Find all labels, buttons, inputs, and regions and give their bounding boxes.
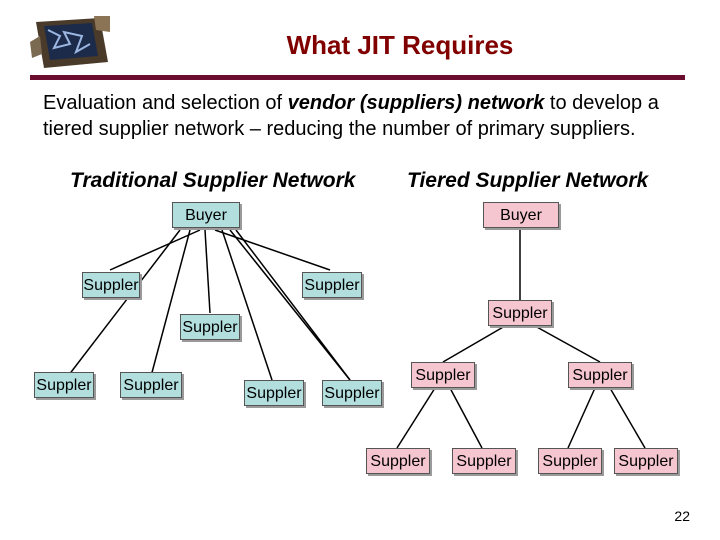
page-title: What JIT Requires xyxy=(286,30,514,60)
connector-line xyxy=(109,229,201,271)
connector-line xyxy=(204,229,211,314)
tier1-supplier-node: Suppler xyxy=(488,300,552,326)
tier2-supplier-node: Suppler xyxy=(568,362,632,388)
traditional-supplier-node: Suppler xyxy=(34,372,94,398)
traditional-supplier-node: Suppler xyxy=(120,372,182,398)
tiered-buyer-node: Buyer xyxy=(483,202,559,228)
tier3-supplier-node: Suppler xyxy=(538,448,602,474)
description-text: Evaluation and selection of vendor (supp… xyxy=(43,90,693,142)
tier2-supplier-node: Suppler xyxy=(411,362,475,388)
puzzle-logo-icon xyxy=(30,14,110,70)
description-text-part: Evaluation and selection of xyxy=(43,92,288,114)
tiered-network-heading: Tiered Supplier Network xyxy=(407,169,649,192)
connector-line xyxy=(396,387,436,449)
traditional-supplier-node: Suppler xyxy=(322,380,382,406)
connector-line xyxy=(149,229,191,381)
connector-line xyxy=(567,387,596,449)
tier3-supplier-node: Suppler xyxy=(452,448,516,474)
connector-line xyxy=(235,229,351,381)
traditional-supplier-node: Suppler xyxy=(180,314,240,340)
connector-line xyxy=(442,325,506,363)
connector-line xyxy=(449,387,483,449)
connector-line xyxy=(221,229,273,381)
description-emphasis: vendor (suppliers) network xyxy=(287,92,545,114)
traditional-buyer-node: Buyer xyxy=(172,202,240,228)
traditional-supplier-node: Suppler xyxy=(82,272,140,298)
connector-line xyxy=(609,387,646,449)
page-number: 22 xyxy=(674,508,690,524)
traditional-supplier-node: Suppler xyxy=(244,380,304,406)
connector-line xyxy=(534,325,601,363)
tier3-supplier-node: Suppler xyxy=(614,448,678,474)
description-text-part: to develop a tiered supplier network – r… xyxy=(43,92,659,140)
traditional-network-heading: Traditional Supplier Network xyxy=(70,169,356,192)
title-divider xyxy=(30,75,685,80)
connector-line xyxy=(214,229,331,271)
connector-line xyxy=(64,229,181,381)
traditional-supplier-node: Suppler xyxy=(302,272,362,298)
connector-line xyxy=(229,229,351,381)
tier3-supplier-node: Suppler xyxy=(366,448,430,474)
